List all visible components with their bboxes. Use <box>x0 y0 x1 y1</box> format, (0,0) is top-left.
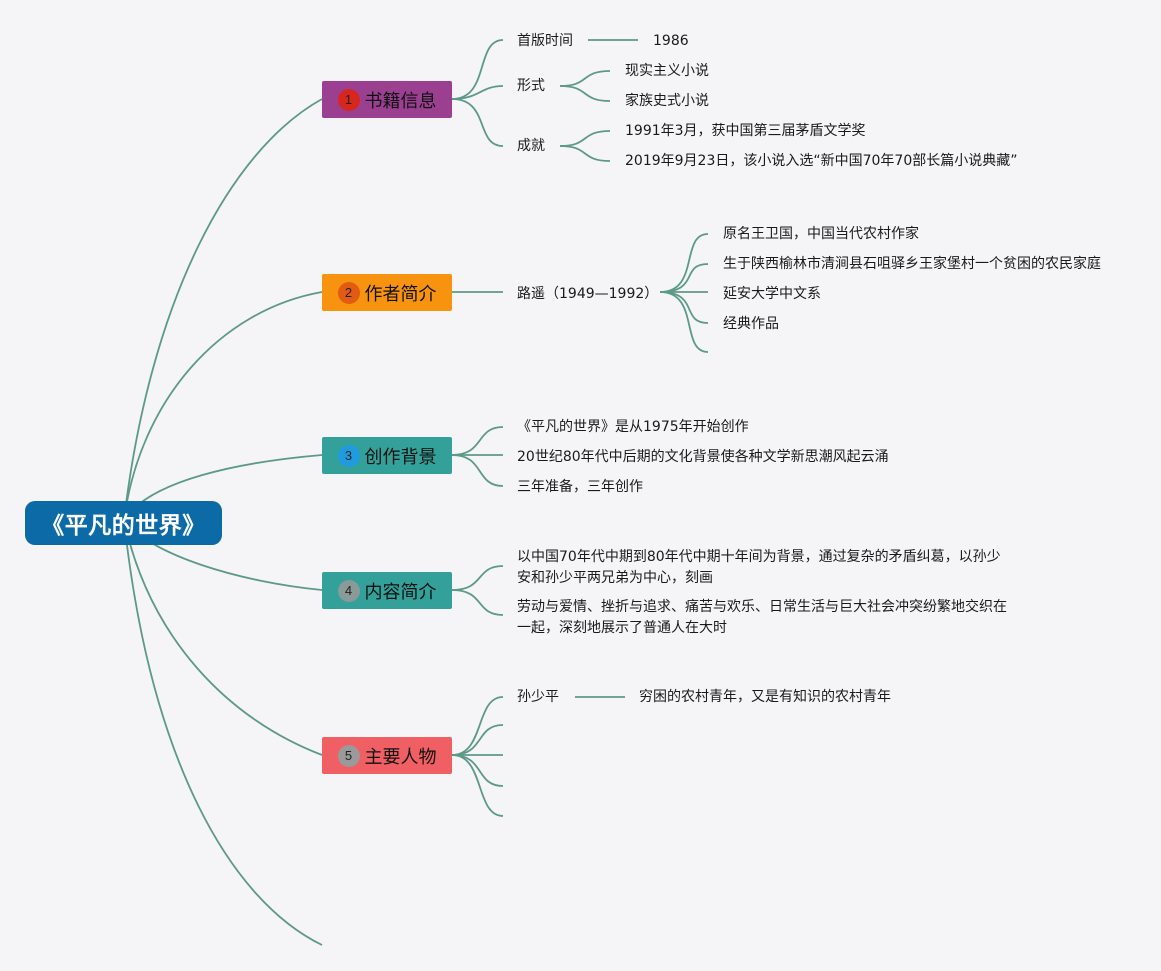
topic-first-edition[interactable]: 首版时间 <box>517 33 573 49</box>
topic-character-description[interactable]: 穷困的农村青年，又是有知识的农村青年 <box>639 689 891 705</box>
topic-form[interactable]: 形式 <box>517 78 545 94</box>
topic-author-name[interactable]: 路遥（1949—1992） <box>517 286 659 302</box>
connector-line <box>451 426 504 456</box>
topic-achievement[interactable]: 成就 <box>517 138 545 154</box>
topic-form-item[interactable]: 家族史式小说 <box>625 93 709 109</box>
topic-background-item[interactable]: 三年准备，三年创作 <box>517 479 643 495</box>
number-badge-5-icon: 5 <box>337 744 360 767</box>
connector-line <box>559 70 611 87</box>
connector-line <box>451 39 504 100</box>
number-badge-3-icon: 3 <box>337 444 360 467</box>
topic-background-item[interactable]: 20世纪80年代中后期的文化背景使各种文学新思潮风起云涌 <box>517 449 889 465</box>
topic-author-item[interactable]: 经典作品 <box>723 316 779 332</box>
connector-line <box>451 85 504 100</box>
number-badge-1-icon: 1 <box>337 88 360 111</box>
number-badge-2-icon: 2 <box>337 281 360 304</box>
connector-line <box>451 454 504 487</box>
branch-author[interactable]: 2 作者简介 <box>322 274 452 311</box>
connector-line <box>123 519 323 756</box>
connector-line <box>659 233 709 293</box>
topic-author-item[interactable]: 原名王卫国，中国当代农村作家 <box>723 226 919 242</box>
branch-background[interactable]: 3 创作背景 <box>322 437 452 474</box>
topic-background-item[interactable]: 《平凡的世界》是从1975年开始创作 <box>517 419 749 435</box>
topic-author-item[interactable]: 延安大学中文系 <box>723 286 821 302</box>
connector-line <box>559 85 611 102</box>
connector-line <box>659 291 709 353</box>
topic-form-item[interactable]: 现实主义小说 <box>625 63 709 79</box>
topic-summary-item[interactable]: 劳动与爱情、挫折与追求、痛苦与欢乐、日常生活与巨大社会冲突纷繁地交织在一起，深刻… <box>517 599 1007 636</box>
branch-characters[interactable]: 5 主要人物 <box>322 737 452 774</box>
connector-line <box>559 130 611 147</box>
connector-line <box>659 263 709 293</box>
branch-summary[interactable]: 4 内容简介 <box>322 572 452 609</box>
branch-label: 创作背景 <box>364 446 437 468</box>
branch-label: 内容简介 <box>364 581 437 603</box>
connector-line <box>123 291 323 521</box>
connector-line <box>451 696 504 756</box>
connector-line <box>123 519 323 946</box>
number-badge-4-icon: 4 <box>337 579 360 602</box>
topic-character[interactable]: 孙少平 <box>517 689 559 705</box>
root-topic[interactable]: 《平凡的世界》 <box>25 501 222 545</box>
connector-line <box>123 98 323 521</box>
connector-line <box>451 754 504 817</box>
topic-first-edition-value[interactable]: 1986 <box>653 33 689 49</box>
topic-achievement-item[interactable]: 1991年3月，获中国第三届茅盾文学奖 <box>625 123 866 139</box>
connector-line <box>451 589 504 616</box>
topic-achievement-item[interactable]: 2019年9月23日，该小说入选“新中国70年70部长篇小说典藏” <box>625 153 1018 169</box>
branch-label: 作者简介 <box>364 283 437 305</box>
topic-summary-item[interactable]: 以中国70年代中期到80年代中期十年间为背景，通过复杂的矛盾纠葛，以孙少安和孙少… <box>517 549 1001 586</box>
branch-book-info[interactable]: 1 书籍信息 <box>322 81 452 118</box>
connector-line <box>559 145 611 162</box>
connector-line <box>451 565 504 591</box>
topic-author-item[interactable]: 生于陕西榆林市清涧县石咀驿乡王家堡村一个贫困的农民家庭 <box>723 256 1101 272</box>
connector-line <box>451 98 504 147</box>
branch-label: 主要人物 <box>364 746 437 768</box>
branch-label: 书籍信息 <box>364 90 437 112</box>
